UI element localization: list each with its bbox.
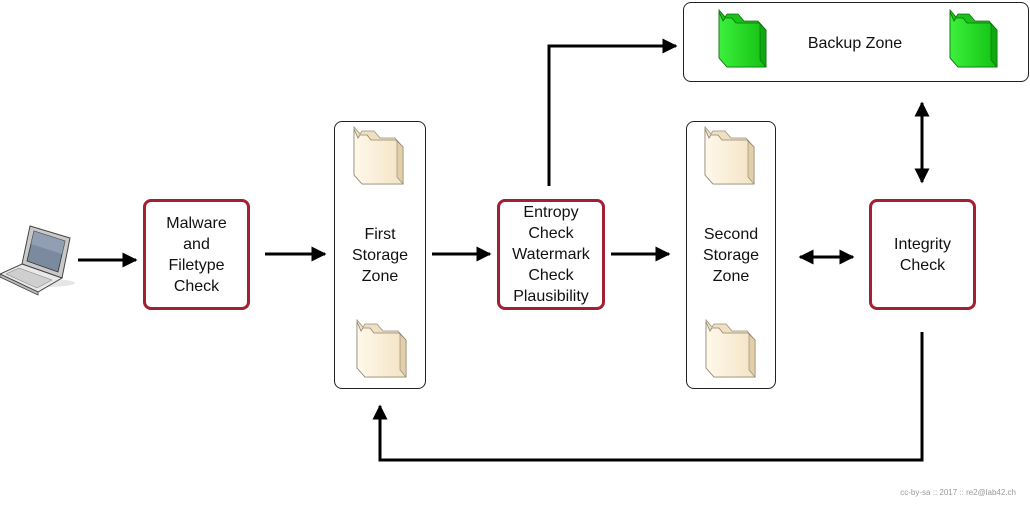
label-line: Filetype [168, 256, 225, 274]
folder-icon [718, 9, 767, 68]
label-line: Check [528, 267, 574, 284]
label-line: and [183, 235, 210, 253]
label-line: Second [703, 226, 759, 243]
label-line: Zone [712, 268, 750, 285]
label-line: First [364, 226, 396, 243]
label-line: Storage [351, 247, 409, 264]
label-line: Check [899, 256, 946, 274]
folder-icon [356, 319, 407, 378]
backup-zone-label: Backup Zone [807, 35, 903, 52]
label-line: Integrity [894, 235, 951, 253]
folder-icon [704, 126, 755, 185]
label-line: Storage [702, 247, 760, 264]
label-line: Check [173, 277, 220, 295]
label-line: Check [528, 225, 574, 242]
label-line: Plausibility [513, 288, 589, 305]
laptop-icon [0, 225, 75, 296]
arrow-entropy-check-to-backup-zone [547, 38, 678, 186]
arrow-integrity-check-to-first-storage [372, 332, 924, 462]
footer-credit: cc-by-sa :: 2017 :: re2@lab42.ch [900, 488, 1016, 497]
label-line: Malware [166, 214, 227, 232]
label-line: Zone [361, 268, 399, 285]
folder-icon [949, 9, 998, 68]
folder-icon [705, 319, 756, 378]
label-line: Watermark [512, 246, 590, 263]
folder-icon [353, 126, 404, 185]
label-line: Entropy [523, 204, 579, 221]
